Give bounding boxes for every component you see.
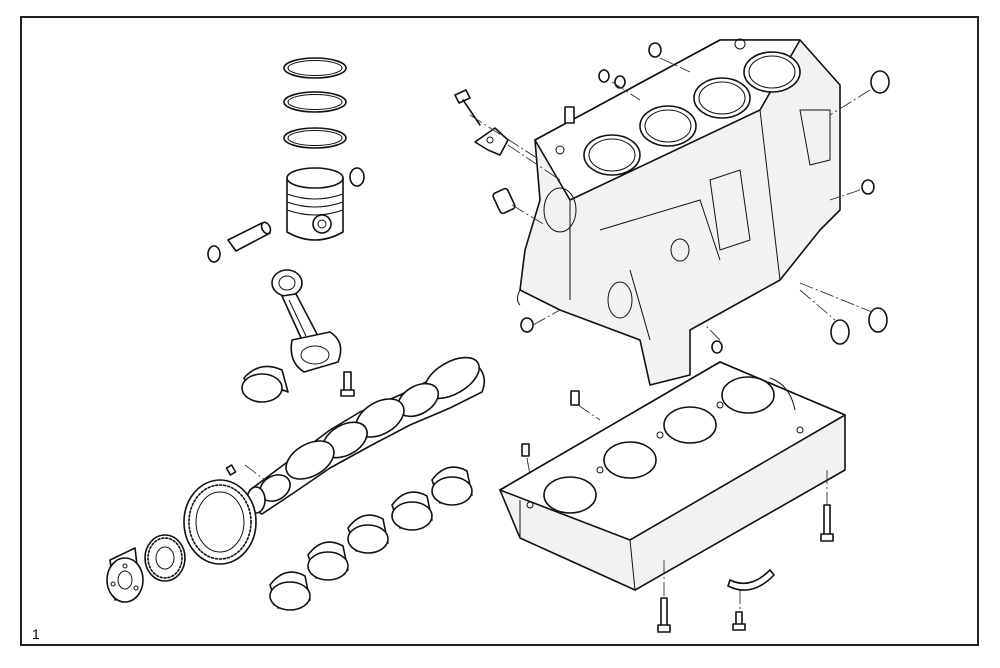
connecting-rod-bearing — [241, 365, 289, 403]
piston-ring-oil — [283, 127, 347, 149]
connecting-rod-bolt — [340, 371, 355, 397]
assembly-center-lines — [244, 57, 873, 612]
timing-gear-small — [144, 534, 186, 582]
plug-top-3 — [648, 42, 662, 58]
piston — [286, 167, 344, 241]
connecting-rod — [271, 269, 342, 373]
timing-gear-large — [183, 479, 257, 565]
bedplate-bolt-bottom — [657, 597, 671, 633]
cylinder-block — [517, 38, 841, 386]
piston-circlip-right — [349, 167, 365, 187]
bedplate-bolt-right — [820, 504, 834, 542]
main-bearing-4 — [391, 491, 433, 531]
piston-pin — [227, 221, 272, 252]
bracket-bolt — [732, 611, 746, 631]
main-bearing-2 — [307, 541, 349, 581]
dowel-bedplate — [570, 390, 580, 406]
dowel-left-bedplate — [521, 443, 530, 457]
crankshaft — [246, 356, 486, 515]
dowel-top — [564, 106, 575, 124]
cup-plug-right-1 — [830, 319, 850, 345]
plug-left-lower — [520, 317, 534, 333]
cup-plug-top-right — [870, 70, 890, 94]
plug-right — [861, 179, 875, 195]
plug-top-2 — [614, 75, 626, 89]
piston-ring-second — [283, 91, 347, 113]
piston-circlip-left — [207, 245, 221, 263]
plug-top-1 — [598, 69, 610, 83]
main-bearing-1 — [269, 571, 311, 611]
bedplate — [499, 361, 846, 591]
main-bearing-5 — [431, 466, 473, 506]
oil-strainer-bracket — [727, 569, 775, 591]
crank-hub — [106, 547, 144, 603]
oil-pressure-sender — [492, 187, 516, 215]
cup-plug-right-2 — [868, 307, 888, 333]
bolt-top-left — [454, 89, 481, 126]
crank-key — [225, 464, 237, 476]
oil-nozzle-bracket — [474, 127, 509, 156]
figure-number: 1 — [32, 626, 40, 642]
piston-ring-top — [283, 57, 347, 79]
plug-mid-lower — [711, 340, 723, 354]
main-bearing-3 — [347, 514, 389, 554]
